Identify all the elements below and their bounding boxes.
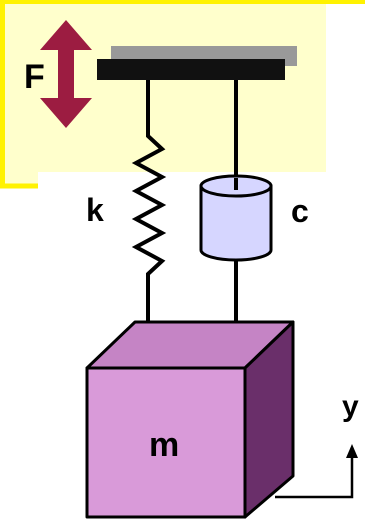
highlight-panel-bottom-cut	[38, 172, 365, 188]
top-plate	[97, 59, 285, 80]
displacement-label: y	[342, 390, 359, 423]
force-arrow-icon	[40, 20, 92, 128]
mass-block: m	[85, 320, 295, 519]
spring-icon	[131, 80, 167, 345]
force-label: F	[24, 58, 45, 96]
highlight-panel	[0, 0, 365, 189]
displacement-axis-line	[275, 455, 354, 499]
spring-constant-label: k	[86, 192, 104, 228]
damping-coefficient-label: c	[291, 193, 309, 229]
highlight-panel-fill	[0, 0, 365, 188]
highlight-panel-right-cut	[326, 0, 365, 188]
mass-label: m	[149, 426, 179, 464]
displacement-arrow-icon	[346, 444, 358, 458]
mass-block-front-face	[85, 366, 247, 519]
damper-cylinder-body	[199, 184, 273, 262]
damper-icon	[199, 174, 273, 262]
